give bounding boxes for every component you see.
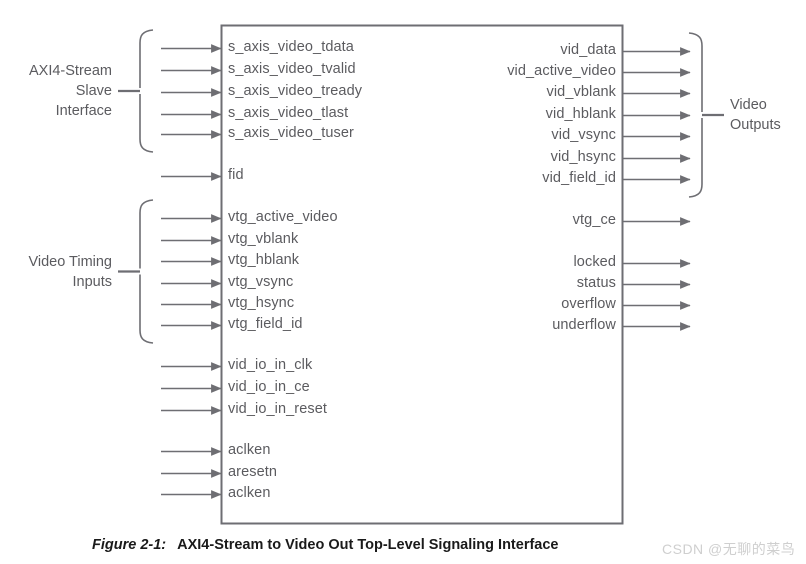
input-label-vtg_hsync: vtg_hsync [228,295,295,311]
output-label-locked: locked [573,254,616,270]
output-label-vtg_ce: vtg_ce [572,212,616,228]
group-label-axi4-stream-slave-interface-line-1: Slave [75,83,112,99]
output-label-overflow: overflow [561,296,616,312]
output-label-status: status [576,275,616,291]
output-label-underflow: underflow [552,317,616,333]
input-label-aclken-1: aclken [228,442,271,458]
input-label-s_axis_video_tlast: s_axis_video_tlast [228,105,349,121]
input-label-vid_io_in_ce: vid_io_in_ce [228,379,310,395]
output-label-vid_data: vid_data [560,42,616,58]
input-label-s_axis_video_tdata: s_axis_video_tdata [228,39,354,55]
input-label-vtg_field_id: vtg_field_id [228,316,303,332]
csdn-watermark: CSDN @无聊的菜鸟 [662,541,796,557]
group-label-axi4-stream-slave-interface-line-0: AXI4-Stream [29,63,112,79]
input-label-aclken-2: aclken [228,485,271,501]
input-label-s_axis_video_tuser: s_axis_video_tuser [228,125,354,141]
input-label-fid: fid [228,167,244,183]
input-label-s_axis_video_tvalid: s_axis_video_tvalid [228,61,356,77]
group-label-video-outputs-line-1: Outputs [730,117,781,133]
group-label-video-timing-inputs-line-1: Inputs [72,273,113,290]
output-label-vid_vsync: vid_vsync [551,127,616,143]
brace-video-timing-inputs [139,199,154,344]
input-label-vtg_vsync: vtg_vsync [228,274,294,290]
figure-caption: Figure 2-1: AXI4-Stream to Video Out Top-… [92,537,559,553]
output-label-vid_vblank: vid_vblank [546,84,616,100]
input-label-s_axis_video_tready: s_axis_video_tready [228,83,363,99]
axi4s-to-video-out-block [220,24,624,525]
output-label-vid_hblank: vid_hblank [545,106,616,122]
brace-axi4-stream-slave-interface [139,29,154,153]
output-label-vid_field_id: vid_field_id [542,170,616,186]
input-label-vtg_hblank: vtg_hblank [228,252,300,268]
figure-number: Figure 2-1: [92,537,167,553]
input-label-vid_io_in_reset: vid_io_in_reset [228,401,328,417]
group-label-video-outputs-line-0: Video [730,97,767,113]
output-label-vid_active_video: vid_active_video [507,63,616,79]
input-label-aresetn: aresetn [228,464,278,480]
input-label-vid_io_in_clk: vid_io_in_clk [228,357,313,373]
input-label-vtg_active_video: vtg_active_video [228,209,338,225]
output-label-vid_hsync: vid_hsync [550,149,616,165]
group-label-axi4-stream-slave-interface-line-2: Interface [55,103,112,119]
group-label-video-timing-inputs-line-0: Video Timing [28,253,112,270]
brace-video-outputs [688,32,703,198]
figure-title: AXI4-Stream to Video Out Top-Level Signa… [177,537,559,553]
input-label-vtg_vblank: vtg_vblank [228,231,299,247]
